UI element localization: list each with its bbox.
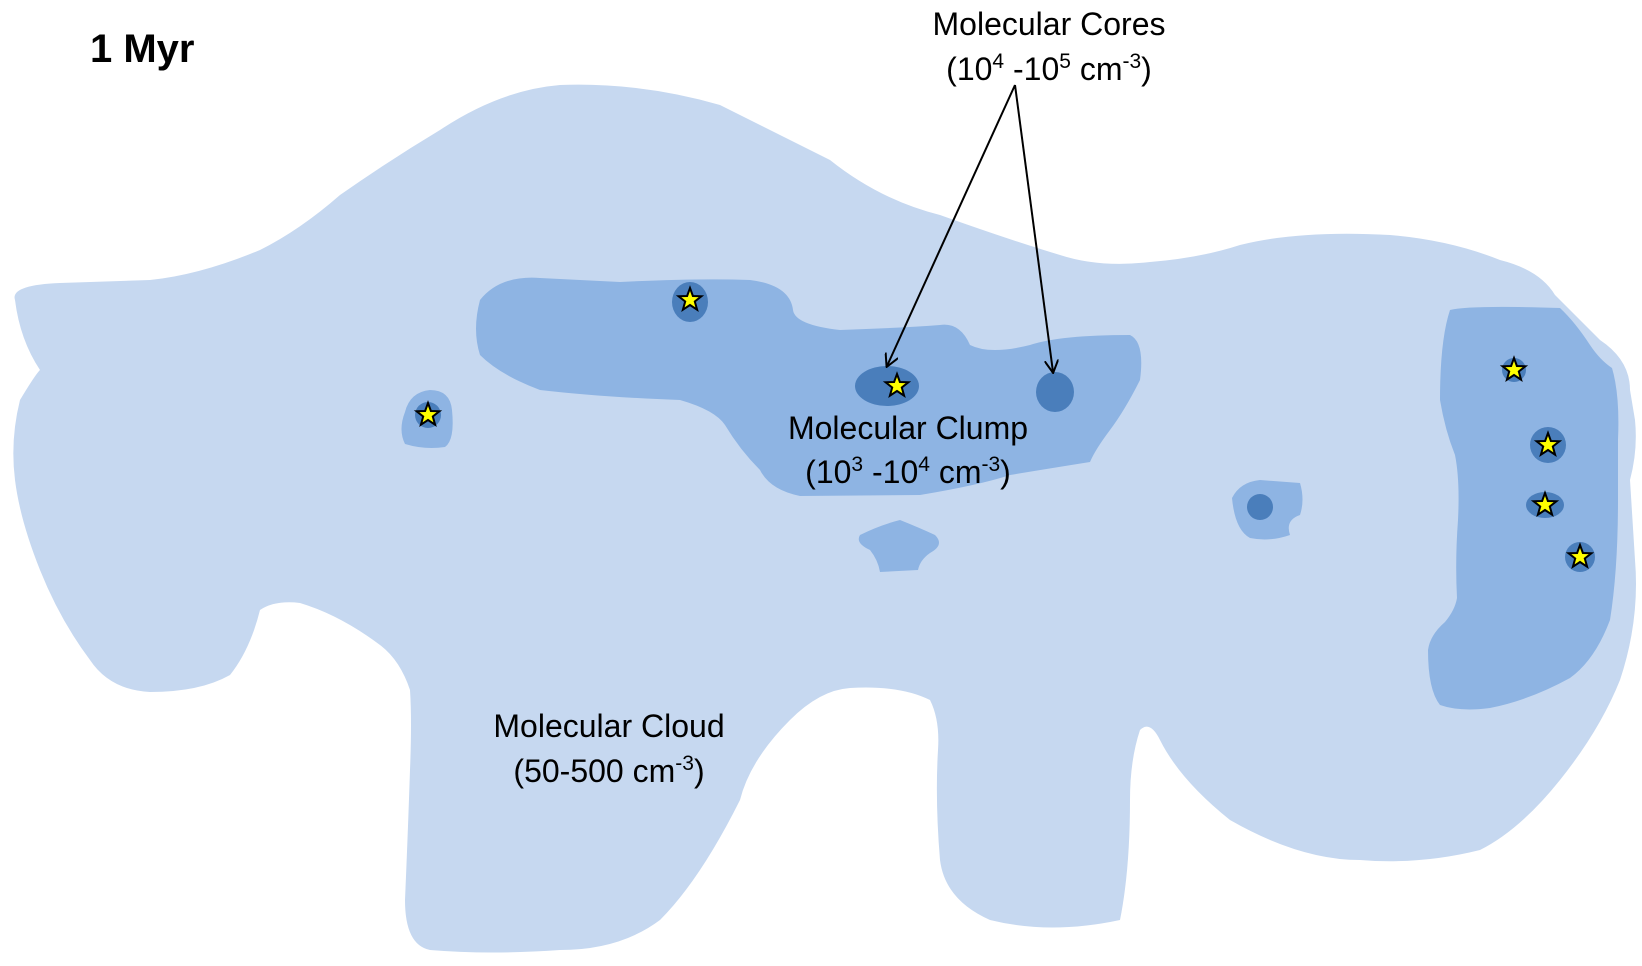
clump-density-exp1: 3 <box>851 453 863 476</box>
star-icon <box>1530 490 1560 518</box>
cores-density-unit-exp: -3 <box>1122 50 1141 73</box>
cloud-label: Molecular Cloud <box>493 708 724 744</box>
cloud-density-open: (50-500 cm <box>513 753 675 789</box>
cloud-density-close: ) <box>694 753 705 789</box>
cloud-density-unit-exp: -3 <box>675 752 694 775</box>
molecular-clump-right <box>1428 306 1619 710</box>
arrow-to-core-left <box>887 84 1016 366</box>
core-small-right <box>1247 494 1273 520</box>
cloud-density: (50-500 cm-3) <box>513 752 704 789</box>
clump-density-open: (10 <box>805 454 851 490</box>
clump-density-unit: cm <box>930 454 982 490</box>
time-label: 1 Myr <box>90 27 195 71</box>
cores-label: Molecular Cores <box>933 6 1166 42</box>
cores-density-exp2: 5 <box>1059 50 1071 73</box>
protostars <box>413 285 1595 570</box>
star-icon <box>1565 542 1595 570</box>
clump-density-mid: -10 <box>863 454 918 490</box>
clump-label: Molecular Clump <box>788 410 1028 446</box>
molecular-clump-bottom <box>858 520 939 572</box>
cores-density-close: ) <box>1141 51 1152 87</box>
cores-density: (104 -105 cm-3) <box>946 50 1152 87</box>
clump-density: (103 -104 cm-3) <box>805 453 1011 490</box>
clump-density-close: ) <box>1000 454 1011 490</box>
molecular-cloud-region <box>13 84 1636 953</box>
star-icon <box>1533 430 1563 458</box>
star-icon <box>413 400 443 428</box>
cores-density-exp1: 4 <box>992 50 1004 73</box>
cores-density-unit: cm <box>1071 51 1123 87</box>
star-icon <box>882 371 912 399</box>
core-clump-left <box>855 366 919 406</box>
cores-density-mid: -10 <box>1004 51 1059 87</box>
molecular-clump-central <box>476 277 1142 496</box>
star-icon <box>1499 355 1529 383</box>
star-icon <box>675 285 705 313</box>
core-clump-right <box>1036 372 1074 412</box>
clump-density-exp2: 4 <box>918 453 930 476</box>
cores-density-open: (10 <box>946 51 992 87</box>
arrow-to-core-right <box>1014 84 1053 372</box>
clump-density-unit-exp: -3 <box>981 453 1000 476</box>
